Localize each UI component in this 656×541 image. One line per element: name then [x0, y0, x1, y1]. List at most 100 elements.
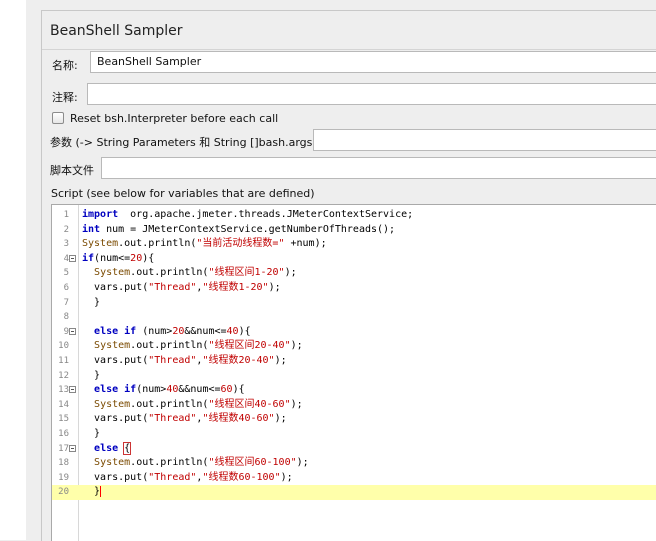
token-str: "当前活动线程数=" — [196, 238, 285, 250]
token: .out.println( — [130, 267, 209, 279]
code-line[interactable]: 16 } — [52, 427, 656, 442]
comment-label: 注释: — [52, 91, 78, 104]
token — [82, 326, 94, 337]
code-text: System.out.println("线程区间1-20"); — [82, 266, 297, 281]
fold-toggle-icon[interactable] — [69, 327, 76, 335]
reset-interpreter-label: Reset bsh.Interpreter before each call — [70, 112, 279, 125]
code-line[interactable]: 11 vars.put("Thread","线程数20-40"); — [52, 354, 656, 369]
line-number: 12 — [58, 370, 69, 381]
title-divider — [42, 49, 656, 50]
code-line[interactable]: 19 vars.put("Thread","线程数60-100"); — [52, 471, 656, 486]
line-number: 16 — [58, 429, 69, 439]
token-kw: int — [82, 223, 101, 235]
token: num = JMeterContextService.getNumberOfTh… — [100, 223, 396, 235]
token: ); — [268, 282, 281, 293]
token: .out.println( — [130, 457, 209, 469]
code-line[interactable]: 15 vars.put("Thread","线程数40-60"); — [52, 412, 656, 427]
code-line[interactable]: 2 int num = JMeterContextService.getNumbe… — [52, 223, 656, 238]
token: , — [196, 471, 203, 483]
code-line[interactable]: 10 System.out.println("线程区间20-40"); — [52, 339, 656, 354]
token-str: "Thread" — [148, 355, 197, 366]
token: &&num<= — [184, 325, 227, 337]
token-sys: System — [94, 457, 131, 469]
token-num: 20 — [172, 325, 185, 337]
code-text: else if(num>40&&num<=60){ — [82, 383, 245, 398]
code-text: import org.apache.jmeter.threads.JMeterC… — [82, 208, 413, 223]
token-str: "线程数20-40" — [202, 355, 275, 366]
token: (num> — [136, 325, 173, 337]
code-text: } — [82, 369, 100, 384]
fold-toggle-icon[interactable] — [69, 386, 76, 394]
token-kw: else if — [94, 384, 137, 396]
token-str: "线程区间60-100" — [208, 457, 297, 469]
comment-field[interactable] — [87, 83, 656, 105]
code-line[interactable]: 9 else if (num>20&&num<=40){ — [52, 325, 656, 340]
line-number: 19 — [58, 472, 69, 483]
code-text: } — [82, 296, 100, 311]
token: ){ — [232, 384, 245, 396]
code-text: vars.put("Thread","线程数1-20"); — [82, 281, 281, 296]
fold-toggle-icon[interactable] — [69, 444, 76, 452]
reset-interpreter-checkbox[interactable] — [52, 112, 64, 124]
token: ); — [284, 267, 297, 279]
code-line[interactable]: 14 System.out.println("线程区间40-60"); — [52, 398, 656, 413]
code-text: System.out.println("当前活动线程数=" +num); — [82, 237, 327, 252]
token-num: 60 — [220, 384, 233, 396]
token-num: 20 — [130, 252, 143, 264]
token — [82, 443, 94, 454]
token — [82, 384, 94, 395]
line-number: 9 — [63, 326, 69, 337]
params-field[interactable] — [313, 129, 656, 151]
token: ); — [296, 457, 309, 469]
token-kw: if — [82, 252, 95, 264]
token-str: "线程区间20-40" — [208, 340, 291, 352]
token-sys: System — [94, 267, 131, 279]
token: , — [196, 282, 203, 293]
code-line[interactable]: 20 } — [52, 485, 656, 500]
token-str: "Thread" — [148, 413, 197, 425]
code-text: System.out.println("线程区间60-100"); — [82, 456, 309, 471]
line-number: 2 — [63, 224, 69, 235]
matched-brace: { — [123, 441, 132, 455]
code-text: int num = JMeterContextService.getNumber… — [82, 223, 395, 238]
fold-toggle-icon[interactable] — [69, 254, 76, 262]
line-number: 20 — [58, 487, 69, 498]
code-line[interactable]: 12 } — [52, 369, 656, 384]
token: ); — [280, 471, 293, 483]
code-text: else { — [82, 441, 132, 457]
panel-title: BeanShell Sampler — [50, 23, 183, 39]
code-line[interactable]: 7 } — [52, 296, 656, 311]
code-text: else if (num>20&&num<=40){ — [82, 325, 251, 340]
token: } — [82, 296, 101, 308]
code-line[interactable]: 18 System.out.println("线程区间60-100"); — [52, 456, 656, 471]
line-number: 11 — [58, 356, 69, 366]
token-str: "线程数1-20" — [202, 282, 269, 293]
code-line[interactable]: 6 vars.put("Thread","线程数1-20"); — [52, 281, 656, 296]
token: ){ — [238, 325, 251, 337]
token-sys: System — [82, 238, 119, 250]
code-line[interactable]: 8 — [52, 310, 656, 325]
name-field[interactable]: BeanShell Sampler — [90, 51, 656, 73]
code-line[interactable]: 13 else if(num>40&&num<=60){ — [52, 383, 656, 398]
code-text: System.out.println("线程区间40-60"); — [82, 398, 303, 413]
line-number: 10 — [58, 341, 69, 352]
code-text: vars.put("Thread","线程数40-60"); — [82, 412, 287, 427]
token-kw: else if — [94, 325, 137, 337]
script-file-label: 脚本文件 — [50, 164, 94, 177]
script-file-field[interactable] — [101, 157, 656, 179]
token-num: 40 — [166, 384, 179, 396]
token — [82, 399, 94, 410]
token: } — [82, 428, 101, 439]
token — [82, 340, 94, 351]
code-text: } — [82, 485, 102, 500]
token — [82, 457, 94, 468]
code-line[interactable]: 5 System.out.println("线程区间1-20"); — [52, 266, 656, 281]
token-str: "Thread" — [148, 282, 197, 293]
code-line[interactable]: 17 else { — [52, 441, 656, 457]
line-number: 6 — [63, 283, 69, 293]
code-text: System.out.println("线程区间20-40"); — [82, 339, 303, 354]
